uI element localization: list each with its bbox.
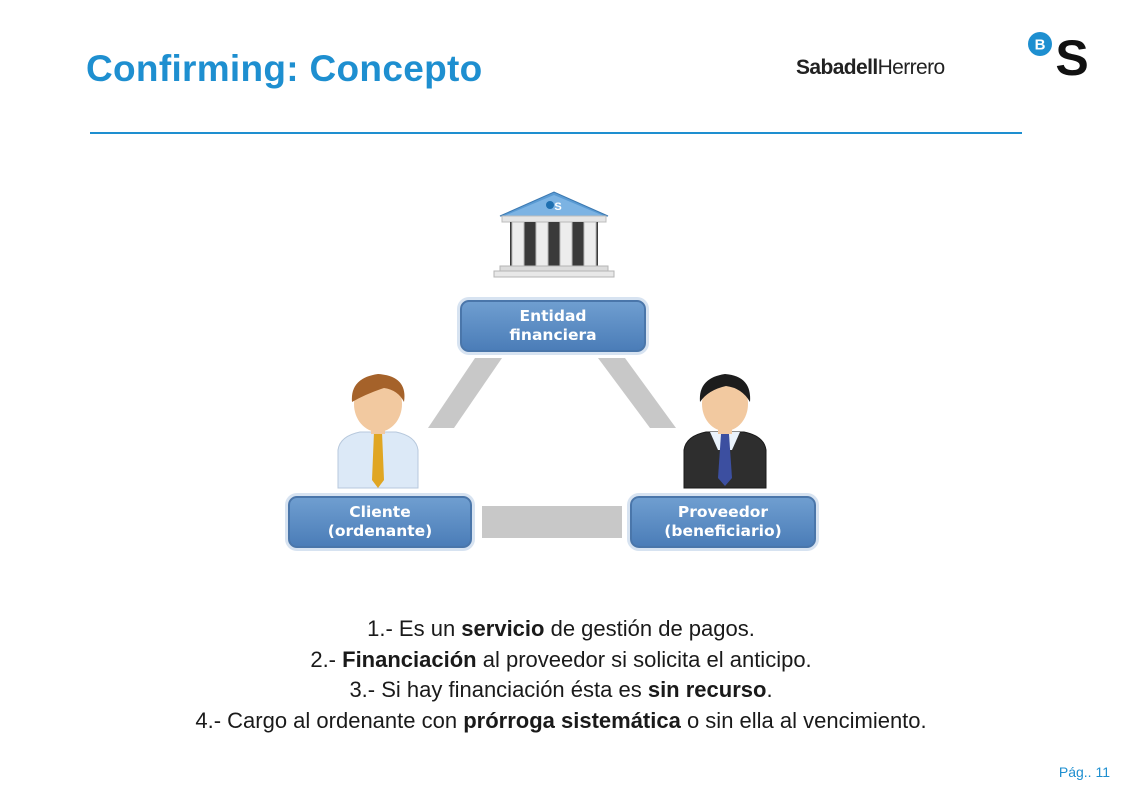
- entity-label-line2: financiera: [509, 326, 597, 344]
- client-label-line1: Cliente: [349, 503, 411, 521]
- point-4-text-end: o sin ella al vencimiento.: [680, 707, 927, 733]
- logo-large-letter: S: [1055, 30, 1088, 80]
- point-1-text: 1.- Es un: [367, 616, 462, 641]
- bank-building-icon: S: [493, 191, 615, 278]
- point-2-text-end: al proveedor si solicita el anticipo.: [476, 646, 812, 672]
- point-4: 4.- Cargo al ordenante con prórroga sist…: [30, 706, 1092, 737]
- point-1-emphasis: servicio: [461, 616, 545, 641]
- client-box: Cliente (ordenante): [288, 496, 472, 548]
- title-underline: [90, 132, 1022, 134]
- supplier-person-icon: [683, 374, 767, 489]
- client-person-icon: [337, 374, 419, 489]
- point-4-emphasis: prórroga sistemática: [463, 707, 681, 733]
- concept-points: 1.- Es un servicio de gestión de pagos. …: [30, 614, 1092, 736]
- slide-title: Confirming: Concepto: [86, 48, 483, 89]
- supplier-box: Proveedor (beneficiario): [630, 496, 816, 548]
- point-3: 3.- Si hay financiación ésta es sin recu…: [30, 675, 1092, 706]
- confirming-diagram: S Entidad finan: [280, 188, 820, 558]
- logo-small-letter: B: [1035, 37, 1046, 54]
- connector-client-supplier: [482, 506, 622, 538]
- point-1-text-end: de gestión de pagos.: [544, 616, 755, 641]
- page-number: Pág.. 11: [1058, 764, 1110, 780]
- bs-logo: B S: [1028, 30, 1089, 80]
- brand-name: SabadellHerrero: [796, 56, 945, 80]
- entity-label-line1: Entidad: [519, 307, 587, 325]
- connector-entity-supplier: [598, 358, 676, 428]
- brand-name-light: Herrero: [877, 56, 946, 79]
- point-3-emphasis: sin recurso: [647, 677, 767, 702]
- brand-name-bold: Sabadell: [796, 56, 878, 79]
- entity-box: Entidad financiera: [460, 300, 646, 352]
- bank-icon-letter: S: [554, 201, 561, 213]
- point-3-text: 3.- Si hay financiación ésta es: [349, 677, 648, 702]
- connector-entity-client: [428, 358, 502, 428]
- supplier-label-line1: Proveedor: [677, 503, 769, 521]
- point-4-text: 4.- Cargo al ordenante con: [195, 707, 464, 733]
- supplier-label-line2: (beneficiario): [664, 522, 782, 540]
- point-1: 1.- Es un servicio de gestión de pagos.: [30, 614, 1092, 645]
- point-2-emphasis: Financiación: [342, 646, 477, 672]
- point-2: 2.- Financiación al proveedor si solicit…: [30, 645, 1092, 676]
- point-3-text-end: .: [766, 677, 773, 702]
- diagram-graphics: S: [337, 191, 767, 538]
- point-2-text: 2.-: [310, 646, 343, 672]
- logo-circle: [1028, 32, 1052, 56]
- client-label-line2: (ordenante): [327, 522, 433, 540]
